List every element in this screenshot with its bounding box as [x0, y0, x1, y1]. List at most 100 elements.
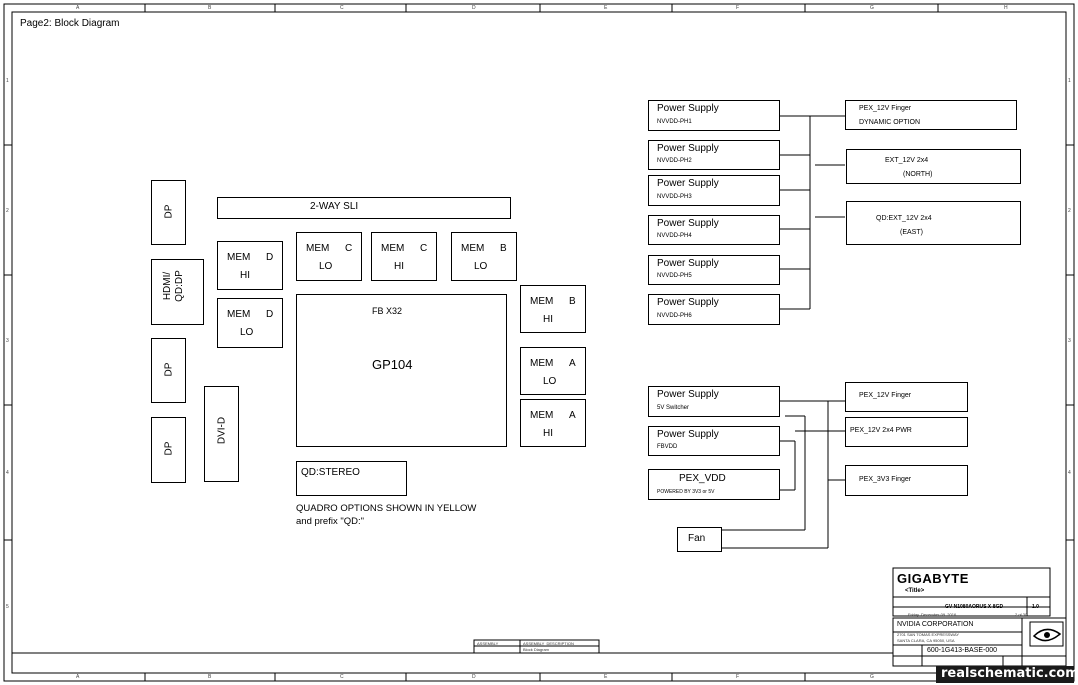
frame-col-f-bottom: F	[736, 674, 740, 680]
dvi-connector: DVI-D	[204, 386, 239, 482]
mem-d-lo: MEM D LO	[217, 298, 283, 348]
address-line2: SANTA CLARA, CA 95050, USA	[897, 638, 955, 643]
mem-channel: D	[266, 252, 274, 263]
mem-half: LO	[474, 261, 488, 272]
dp-connector-3: DP	[151, 417, 186, 483]
address-line1: 2701 SAN TOMAS EXPRESSWAY	[897, 632, 960, 637]
frame-col-d: D	[472, 5, 476, 11]
frame-col-g-bottom: G	[870, 674, 874, 680]
power-supply-sub: 5V Switcher	[657, 405, 690, 411]
frame-col-a: A	[76, 5, 80, 11]
mem-d-hi: MEM D HI	[217, 241, 283, 290]
frame-col-g: G	[870, 5, 874, 11]
mem-name: MEM	[227, 252, 251, 263]
power-input-label: PEX_3V3 Finger	[859, 476, 912, 483]
mem-channel: A	[569, 358, 576, 369]
power-supply-title: Power Supply	[657, 218, 719, 229]
gigabyte-logo: GIGABYTE	[897, 571, 969, 586]
power-supply-title: Power Supply	[657, 429, 719, 440]
frame-col-a-bottom: A	[76, 674, 80, 680]
power-supply-sub: NVVDD-PH4	[657, 233, 692, 239]
gpu-block: FB X32 GP104	[296, 294, 507, 447]
page-title: Page2: Block Diagram	[20, 18, 120, 29]
power-supply-sub: NVVDD-PH6	[657, 313, 692, 319]
mem-channel: B	[500, 243, 507, 254]
frame-col-b-bottom: B	[208, 674, 212, 680]
mem-channel: B	[569, 296, 576, 307]
mem-half: HI	[240, 270, 250, 281]
mem-name: MEM	[530, 358, 554, 369]
fb-width-label: FB X32	[372, 306, 403, 316]
power-supply-sub: NVVDD-PH2	[657, 158, 692, 164]
sli-connector: 2-WAY SLI	[217, 197, 511, 219]
pex-12v-finger-dynamic: PEX_12V Finger DYNAMIC OPTION	[845, 100, 1017, 130]
quadro-note-line1: QUADRO OPTIONS SHOWN IN YELLOW	[296, 503, 477, 514]
power-supply-sub: NVVDD-PH5	[657, 273, 692, 279]
power-supply-title: Power Supply	[657, 103, 719, 114]
mem-half: HI	[394, 261, 404, 272]
mem-half: LO	[240, 327, 254, 338]
frame-row-2-right: 2	[1068, 208, 1071, 214]
ext-12v-north: EXT_12V 2x4 (NORTH)	[846, 149, 1021, 184]
mem-half: LO	[319, 261, 333, 272]
mem-name: MEM	[461, 243, 485, 254]
frame-row-3: 3	[6, 338, 9, 344]
mem-name: MEM	[227, 309, 251, 320]
mem-half: HI	[543, 314, 553, 325]
assembly-label: ASSEMBLY	[477, 641, 499, 646]
power-supply-ph3: Power Supply NVVDD-PH3	[648, 175, 780, 206]
frame-col-h: H	[1004, 5, 1008, 11]
sheet-field: 2 of 30	[1015, 612, 1028, 617]
part-number: 600-1G413-BASE-000	[927, 647, 998, 654]
pex-12v-finger: PEX_12V Finger	[845, 382, 968, 412]
mem-name: MEM	[530, 410, 554, 421]
frame-col-c: C	[340, 5, 344, 11]
hdmi-label-line1: HDMI/	[162, 271, 173, 301]
mem-half: HI	[543, 428, 553, 439]
pex-vdd-sub: POWERED BY 3V3 or 5V	[657, 489, 715, 495]
power-supply-title: Power Supply	[657, 143, 719, 154]
power-input-label: PEX_12V 2x4 PWR	[850, 427, 912, 434]
power-supply-sub: NVVDD-PH3	[657, 194, 692, 200]
power-supply-ph5: Power Supply NVVDD-PH5	[648, 255, 780, 285]
power-input-line2: (NORTH)	[903, 171, 933, 178]
mem-b-hi: MEM B HI	[520, 285, 586, 333]
power-supply-ph6: Power Supply NVVDD-PH6	[648, 294, 780, 325]
frame-col-b: B	[208, 5, 212, 11]
mem-b-lo: MEM B LO	[451, 232, 517, 281]
pex-3v3-finger: PEX_3V3 Finger	[845, 465, 968, 496]
mem-a-lo: MEM A LO	[520, 347, 586, 395]
date-field: Friday, December 09, 2016	[908, 612, 957, 617]
sli-label: 2-WAY SLI	[310, 201, 359, 212]
frame-row-4-right: 4	[1068, 470, 1071, 476]
gpu-name: GP104	[372, 357, 413, 372]
mem-c-hi: MEM C HI	[371, 232, 437, 281]
hdmi-connector: HDMI/ QD:DP	[151, 259, 204, 325]
dp-connector-1: DP	[151, 180, 186, 245]
frame-col-f: F	[736, 5, 740, 11]
power-supply-title: Power Supply	[657, 297, 719, 308]
frame-row-4: 4	[6, 470, 9, 476]
mem-c-lo: MEM C LO	[296, 232, 362, 281]
frame-col-e: E	[604, 5, 608, 11]
power-supply-title: Power Supply	[657, 258, 719, 269]
hdmi-label-line2: QD:DP	[174, 270, 185, 302]
assembly-desc-label: ASSEMBLY_DESCRIPTION	[523, 641, 574, 646]
frame-row-2: 2	[6, 208, 9, 214]
qd-stereo-block: QD:STEREO	[296, 461, 407, 496]
power-supply-ph1: Power Supply NVVDD-PH1	[648, 100, 780, 131]
power-supply-ph4: Power Supply NVVDD-PH4	[648, 215, 780, 245]
doc-number: GV-N1080AORUS X-8GD	[945, 604, 1004, 610]
power-input-label: PEX_12V Finger	[859, 392, 912, 399]
company-name: NVIDIA CORPORATION	[897, 621, 974, 628]
mem-name: MEM	[381, 243, 405, 254]
revision: 1.0	[1032, 604, 1039, 610]
power-supply-fbvdd: Power Supply FBVDD	[648, 426, 780, 456]
power-supply-sub: NVVDD-PH1	[657, 119, 692, 125]
power-input-line1: EXT_12V 2x4	[885, 157, 929, 164]
power-supply-5v: Power Supply 5V Switcher	[648, 386, 780, 417]
power-input-line1: PEX_12V Finger	[859, 105, 912, 112]
pex-12v-2x4-pwr: PEX_12V 2x4 PWR	[845, 417, 968, 447]
qd-stereo-label: QD:STEREO	[301, 467, 360, 478]
